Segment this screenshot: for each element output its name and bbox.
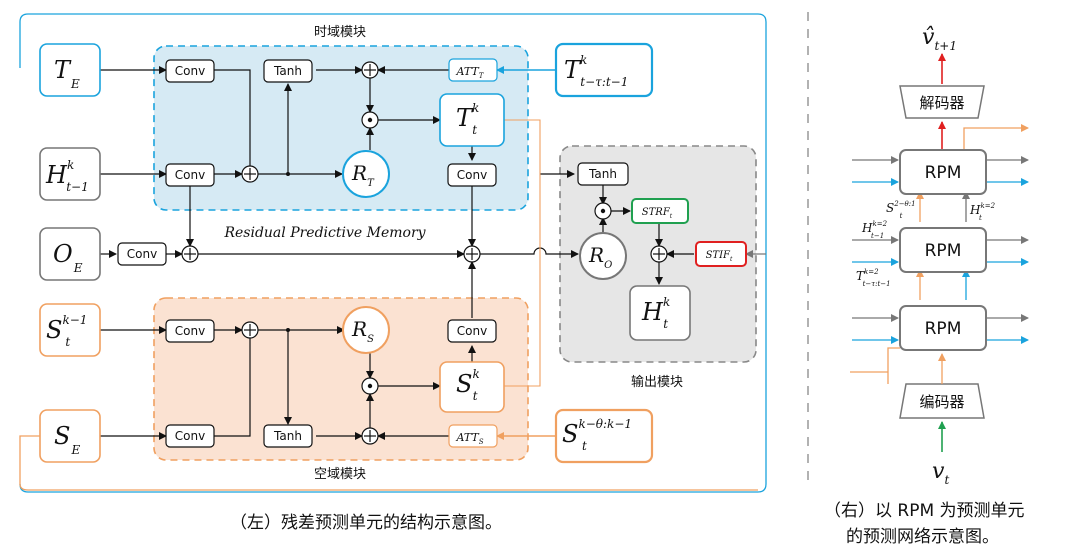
conv-Tt-label: Conv <box>457 168 487 182</box>
T-input-box <box>554 42 654 98</box>
rpm-block-3 <box>899 149 987 195</box>
rpm-block-1 <box>899 305 987 351</box>
conv-St-label: Conv <box>457 324 487 338</box>
spatial-module-label: 空域模块 <box>314 467 366 482</box>
tanh-T-box <box>263 59 313 83</box>
Ht-box <box>629 285 691 341</box>
conv-H-label: Conv <box>175 168 205 182</box>
TE-box <box>39 43 101 97</box>
conv-T-label: Conv <box>175 64 205 78</box>
att-S-label: ATTS <box>455 431 483 446</box>
decoder-shape <box>899 85 985 119</box>
conv-Tt-box <box>447 163 497 187</box>
conv-St-box <box>447 319 497 343</box>
rpm-block-1-label: RPM <box>925 319 962 339</box>
tanh-S-box <box>263 424 313 448</box>
conv-H-box <box>165 163 215 187</box>
TE-symbol: TE <box>54 56 80 91</box>
tanh-O-box <box>577 162 629 186</box>
vhat-symbol: v̂t+1 <box>922 25 957 53</box>
strf-label: STRFt <box>642 207 673 220</box>
spatial-module-region <box>153 297 529 461</box>
rpm-block-2 <box>899 227 987 273</box>
S-input-box <box>554 408 654 464</box>
conv-O-label: Conv <box>127 247 157 261</box>
SE-symbol: SE <box>54 422 80 457</box>
temporal-outer-loop <box>19 13 767 493</box>
left-caption: （左）残差预测单元的结构示意图。 <box>230 513 502 533</box>
St-box <box>439 361 505 413</box>
conv-S-box <box>165 319 215 343</box>
tanh-T-label: Tanh <box>273 64 302 78</box>
tanh-S-label: Tanh <box>273 429 302 443</box>
rpm-title: Residual Predictive Memory <box>223 225 426 241</box>
conv-SE-label: Conv <box>175 429 205 443</box>
RS-symbol: RS <box>351 317 374 345</box>
strf-box <box>631 198 689 224</box>
conv-T-box <box>165 59 215 83</box>
conv-SE-box <box>165 424 215 448</box>
conv-S-label: Conv <box>175 324 205 338</box>
stif-box <box>695 241 747 267</box>
right-caption-line1: （右）以 RPM 为预测单元 <box>824 501 1025 521</box>
Tt-box <box>439 93 505 147</box>
stif-label: STIFt <box>706 250 733 263</box>
RT-circle <box>342 150 390 198</box>
OE-box <box>39 227 101 281</box>
encoder-shape <box>899 383 985 419</box>
att-T-label: ATTT <box>456 65 485 80</box>
tanh-O-label: Tanh <box>588 167 617 181</box>
RS-circle <box>342 306 390 354</box>
right-caption-line2: 的预测网络示意图。 <box>846 527 999 547</box>
RO-symbol: RO <box>588 243 612 271</box>
decoder-label: 解码器 <box>919 94 964 112</box>
temporal-module-label: 时域模块 <box>314 25 366 40</box>
rpm-block-2-label: RPM <box>925 241 962 261</box>
att-S-box <box>448 424 498 448</box>
att-T-box <box>448 58 498 82</box>
rpm-block-3-label: RPM <box>925 163 962 183</box>
spatial-outer-loop-b <box>19 483 758 491</box>
output-module-label: 输出模块 <box>631 374 683 390</box>
RO-circle <box>579 232 627 280</box>
H-prev-box <box>39 147 101 201</box>
RT-symbol: RT <box>351 161 375 189</box>
OE-symbol: OE <box>53 240 83 275</box>
conv-O-box <box>117 242 167 266</box>
v-symbol: vt <box>932 459 949 487</box>
SE-box <box>39 409 101 463</box>
S-prev-box <box>39 303 101 357</box>
spatial-outer-loop <box>19 435 40 484</box>
encoder-label: 编码器 <box>919 393 964 411</box>
